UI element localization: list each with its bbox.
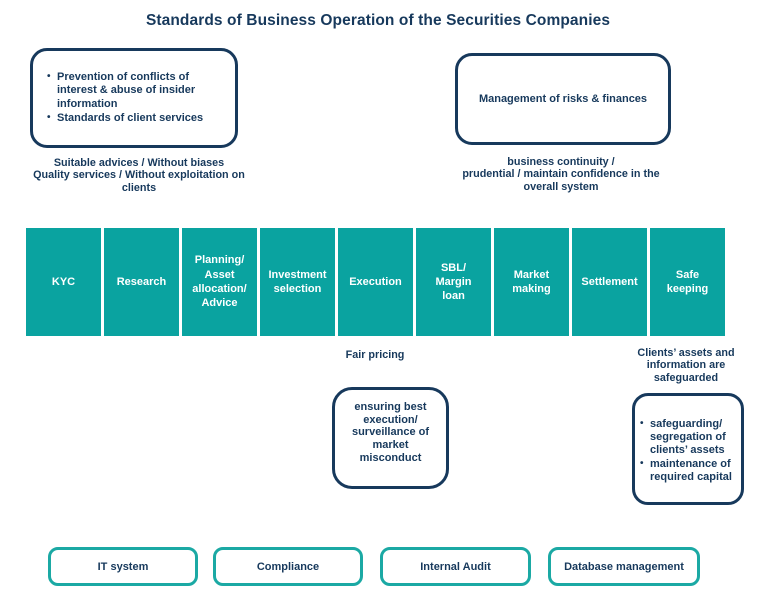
process-step-planning-asset-allocation-advice: Planning/ Asset allocation/ Advice [182,228,257,336]
support-box-label: Database management [564,560,684,573]
list-item: safeguarding/ segregation of clients’ as… [640,418,739,457]
support-box-compliance: Compliance [213,547,363,586]
list-item: Standards of client services [47,112,229,125]
list-item: maintenance of required capital [640,458,739,484]
client-assets-list: safeguarding/ segregation of clients’ as… [635,396,741,484]
process-step-research: Research [104,228,179,336]
support-box-database-management: Database management [548,547,700,586]
support-box-label: Internal Audit [420,560,491,573]
client-assets-box: safeguarding/ segregation of clients’ as… [632,393,744,505]
process-step-kyc: KYC [26,228,101,336]
process-step-market-making: Market making [494,228,569,336]
best-execution-box: ensuring best execution/ surveillance of… [332,387,449,489]
process-step-settlement: Settlement [572,228,647,336]
support-box-internal-audit: Internal Audit [380,547,531,586]
conduct-standards-list: Prevention of conflicts of interest & ab… [33,51,235,126]
best-execution-box-text: ensuring best execution/ surveillance of… [351,401,430,464]
support-box-label: IT system [97,560,149,573]
conduct-standards-box: Prevention of conflicts of interest & ab… [30,48,238,148]
page-title: Standards of Business Operation of the S… [145,12,611,29]
list-item: Prevention of conflicts of interest & ab… [47,71,229,111]
process-step-sbl-margin-loan: SBL/ Margin loan [416,228,491,336]
support-box-it-system: IT system [48,547,198,586]
process-step-investment-selection: Investment selection [260,228,335,336]
client-assets-label: Clients’ assets and information are safe… [637,347,735,384]
fair-pricing-label: Fair pricing [345,349,405,361]
risk-box-label: Management of risks & finances [478,93,648,105]
conduct-caption: Suitable advices / Without biases Qualit… [33,157,245,194]
risk-caption: business continuity / prudential / maint… [462,156,660,193]
process-step-safe-keeping: Safe keeping [650,228,725,336]
process-bar: KYC Research Planning/ Asset allocation/… [26,228,725,336]
process-step-execution: Execution [338,228,413,336]
support-box-label: Compliance [256,560,320,573]
risk-management-box: Management of risks & finances [455,53,671,145]
